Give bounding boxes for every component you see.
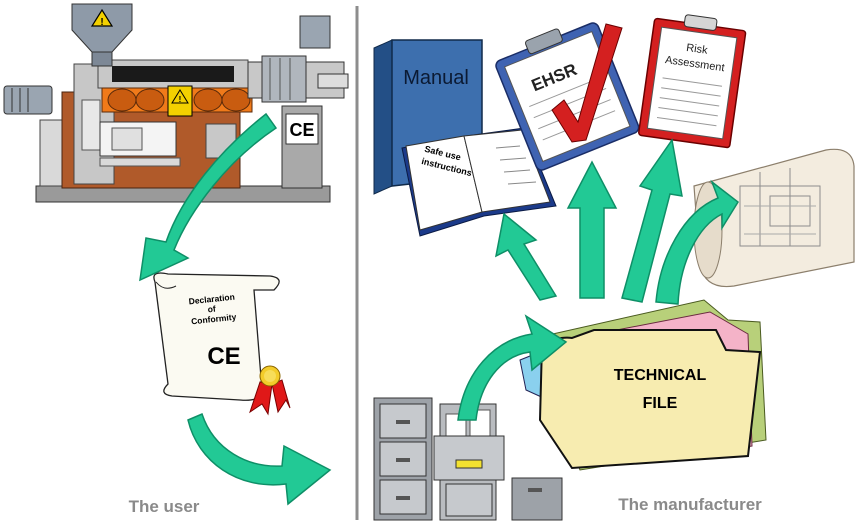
technical-file-folder: TECHNICAL FILE	[519, 299, 767, 471]
warning-sign-icon	[90, 8, 114, 27]
caption-user: The user	[129, 497, 200, 516]
folder-line-2: FILE	[643, 395, 678, 412]
declaration-conformity: Conformity	[191, 312, 237, 327]
open-drawer	[433, 435, 505, 481]
warning-symbol: !	[179, 95, 182, 104]
checkmark-icon	[551, 23, 623, 143]
arrows-right	[457, 138, 739, 421]
declaration-of: of	[207, 304, 216, 315]
caption-manufacturer: The manufacturer	[618, 495, 762, 514]
warning-sign-icon	[171, 89, 189, 104]
machine-illustration: ! ! CE	[3, 3, 349, 203]
declaration-of-conformity-scroll: Declaration of Conformity CE	[153, 272, 291, 416]
folder-to-risk-arrow	[621, 138, 683, 303]
risk-line-1: Risk	[685, 42, 708, 57]
seal-ribbon-icon	[249, 365, 291, 416]
folder-line-1: TECHNICAL	[614, 367, 707, 384]
manual-title: Manual	[403, 67, 469, 89]
folder-to-drawing-arrow	[655, 179, 739, 305]
declaration-ce-mark: CE	[207, 343, 240, 370]
arrows-left	[139, 112, 332, 506]
folder-to-ehsr-arrow	[566, 160, 618, 299]
folder-to-manual-arrow	[494, 212, 558, 301]
warning-symbol: !	[100, 17, 103, 28]
filing-cabinets	[373, 397, 563, 521]
declaration-title: Declaration	[188, 292, 235, 307]
machine-ce-mark: CE	[289, 120, 314, 140]
declaration-to-user-arrow	[187, 412, 332, 506]
risk-assessment-clipboard: Risk Assessment	[638, 14, 747, 149]
safe-use-instructions-booklet: Safe use instructions	[401, 127, 557, 237]
machine-to-declaration-arrow	[139, 112, 278, 282]
cabinet-to-folder-arrow	[457, 314, 568, 421]
drawing-blueprint-scroll	[693, 148, 855, 288]
ehsr-clipboard: EHSR	[495, 22, 640, 171]
